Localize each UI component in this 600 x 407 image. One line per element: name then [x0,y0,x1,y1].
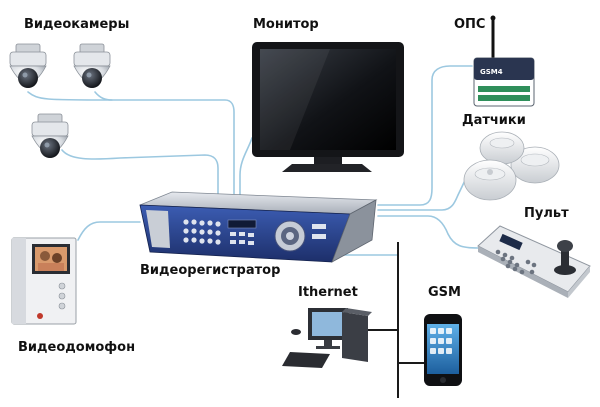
cable-ops [377,65,473,206]
cable-camera2 [94,91,113,101]
cable-console [377,215,479,249]
gsm-module-text: GSM4 [480,68,503,76]
label-ops: ОПС [454,17,486,32]
smartphone [424,314,462,386]
cable-intercom [77,221,141,241]
label-monitor: Монитор [253,17,319,32]
camera-1 [9,43,47,88]
cable-camera3 [61,149,219,199]
label-console: Пульт [524,206,569,221]
desktop-pc [282,308,372,368]
dvr [139,191,378,263]
label-intercom: Видеодомофон [18,340,136,355]
camera-3 [31,113,69,158]
monitor [252,42,404,172]
ptz-console [477,225,591,298]
label-sensors: Датчики [462,113,526,128]
cables [27,65,479,256]
cable-sensors [377,169,471,211]
label-gsm: GSM [428,285,461,300]
smoke-sensors [463,131,560,201]
cable-monitor [239,137,253,197]
label-cameras: Видеокамеры [24,17,130,32]
ops-gsm-module: GSM4 [473,15,535,107]
network-lines [368,242,424,398]
camera-2 [73,43,111,88]
label-dvr: Видеорегистратор [140,263,281,278]
label-ethernet: Ithernet [298,285,358,300]
video-intercom [11,237,77,325]
